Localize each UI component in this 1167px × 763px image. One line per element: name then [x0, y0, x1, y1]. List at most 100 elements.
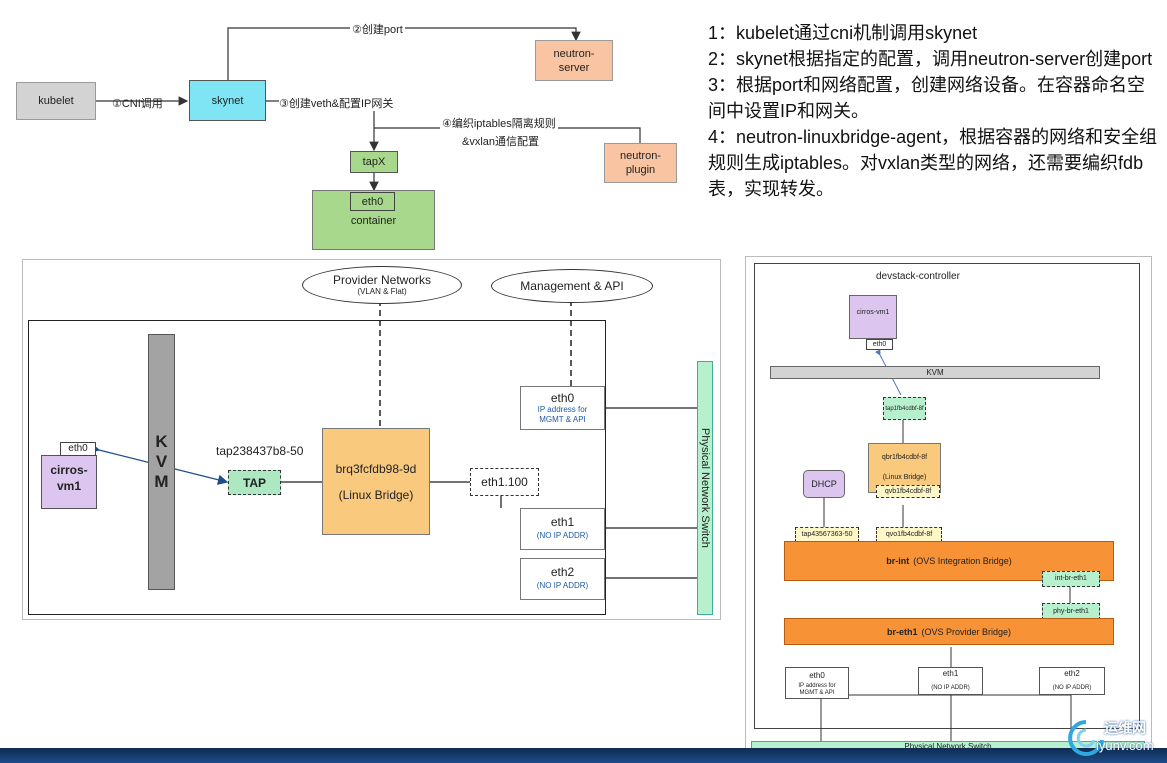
- cirros-vm1-eth0-label: eth0: [68, 443, 88, 454]
- neutron-plugin-box: neutron- plugin: [604, 143, 677, 183]
- eth1-sub-label: (NO IP ADDR): [536, 531, 589, 540]
- r-eth1-box: eth1 (NO IP ADDR): [918, 667, 983, 695]
- eth2-sub-label: (NO IP ADDR): [536, 581, 589, 590]
- tap-box: TAP: [228, 470, 281, 495]
- cirros-vm1-box: eth0 cirros- vm1: [41, 442, 97, 509]
- r-vm-eth0-label: eth0: [872, 340, 887, 348]
- r-breth1-type: (OVS Provider Bridge): [921, 626, 1012, 637]
- kvm-bar: K V M: [148, 334, 175, 590]
- step2-label: ②创建port: [350, 21, 405, 37]
- neutron-server-box: neutron- server: [535, 40, 613, 81]
- eth2-box: eth2 (NO IP ADDR): [520, 558, 605, 600]
- note-3: 3：根据port和网络配置，创建网络设备。在容器命名空间中设置IP和网关。: [708, 75, 1146, 121]
- management-api-cloud: Management & API: [491, 269, 653, 303]
- eth1-100-box: eth1.100: [470, 468, 539, 496]
- eth0-box: eth0 IP address for MGMT & API: [520, 386, 605, 430]
- linux-bridge-name: brq3fcfdb98-9d: [335, 461, 417, 476]
- r-kvm-label: KVM: [926, 367, 944, 377]
- r-brint-type: (OVS Integration Bridge): [913, 556, 1012, 566]
- provider-networks-sub: (VLAN & Flat): [357, 287, 407, 296]
- r-qvo-label: qvo1fb4cdbf-8f: [885, 530, 933, 538]
- eth1-100-label: eth1.100: [481, 475, 528, 489]
- host-frame: [28, 320, 606, 615]
- r-breth1-bar: br-eth1 (OVS Provider Bridge): [784, 618, 1114, 645]
- r-eth0-sub: IP address for MGMT & API: [798, 683, 836, 696]
- r-eth2-box: eth2 (NO IP ADDR): [1039, 667, 1105, 695]
- r-eth1-sub: (NO IP ADDR): [931, 685, 970, 691]
- tap-name-label: tap238437b8-50: [216, 444, 304, 458]
- r-qvo-box: qvo1fb4cdbf-8f: [876, 527, 942, 542]
- cirros-vm1-label: cirros- vm1: [50, 463, 88, 493]
- container-eth0: eth0: [350, 192, 395, 211]
- step3-label: ③创建veth&配置IP网关: [279, 95, 394, 111]
- r-vm-eth0: eth0: [866, 339, 893, 350]
- tap-label: TAP: [242, 475, 267, 490]
- management-api-label: Management & API: [520, 279, 624, 293]
- r-tap-label: tap1fb4cdbf-8f: [885, 405, 924, 412]
- r-eth2-sub: (NO IP ADDR): [1052, 685, 1092, 691]
- tapx-box: tapX: [350, 151, 398, 173]
- kvm-label: K V M: [154, 432, 169, 491]
- r-phy-br-label: phy-br-eth1: [1053, 607, 1089, 615]
- r-eth0-box: eth0 IP address for MGMT & API: [785, 667, 849, 699]
- physical-switch-bar: Physical Network Switch: [697, 361, 713, 615]
- container-eth0-label: eth0: [361, 195, 384, 208]
- container-label: container: [350, 215, 397, 227]
- step1-label: ①CNI调用: [112, 98, 163, 110]
- r-int-br-label: int-br-eth1: [1055, 575, 1087, 582]
- linuxbridge-diagram: Provider Networks (VLAN & Flat) Manageme…: [22, 259, 721, 620]
- r-dhcp-tap-label: tap43567363-50: [801, 530, 853, 538]
- eth1-box: eth1 (NO IP ADDR): [520, 508, 605, 550]
- physical-switch-label: Physical Network Switch: [699, 428, 711, 548]
- watermark-swirl-icon: [1068, 720, 1104, 756]
- notes-text: 1：kubelet通过cni机制调用skynet 2：skynet根据指定的配置…: [708, 20, 1160, 202]
- watermark-logo: 运维网 iyunv.com: [1066, 714, 1162, 760]
- note-2: 2：skynet根据指定的配置，调用neutron-server创建port: [708, 49, 1153, 69]
- provider-networks-cloud: Provider Networks (VLAN & Flat): [302, 266, 462, 304]
- r-cirros-vm1-box: cirros-vm1: [849, 295, 897, 339]
- kubelet-label: kubelet: [38, 95, 74, 107]
- eth0-label: eth0: [550, 391, 575, 405]
- skynet-box: skynet: [189, 80, 266, 121]
- r-qvb-label: qvb1fb4cdbf-8f: [884, 487, 932, 495]
- linux-bridge-type: (Linux Bridge): [338, 487, 414, 502]
- r-eth0-label: eth0: [809, 671, 825, 680]
- cirros-vm1-eth0: eth0: [60, 442, 96, 456]
- r-int-br-box: int-br-eth1: [1042, 571, 1100, 587]
- r-switch-label: Physical Network Switch: [904, 742, 992, 751]
- container-box: eth0 container: [312, 190, 435, 250]
- r-cirros-vm1-label: cirros-vm1: [856, 309, 890, 316]
- note-4: 4：neutron-linuxbridge-agent，根据容器的网络和安全组规…: [708, 127, 1158, 199]
- tapx-label: tapX: [362, 156, 386, 168]
- eth0-sub-label: IP address for MGMT & API: [537, 405, 588, 424]
- r-kvm-bar: KVM: [770, 366, 1100, 379]
- controller-frame: [754, 263, 1140, 729]
- r-breth1-label: br-eth1: [886, 626, 918, 637]
- r-qbr-type: (Linux Bridge): [882, 474, 927, 481]
- eth1-label: eth1: [550, 515, 575, 529]
- r-brint-label: br-int: [886, 556, 910, 566]
- neutron-server-label: neutron- server: [553, 47, 595, 74]
- footer-bar: [0, 748, 1167, 763]
- r-dhcp-box: DHCP: [803, 470, 845, 498]
- watermark-cn: 运维网: [1104, 720, 1146, 736]
- kubelet-box: kubelet: [16, 82, 96, 120]
- note-1: 1：kubelet通过cni机制调用skynet: [708, 23, 978, 43]
- provider-networks-title: Provider Networks: [332, 273, 432, 287]
- eth2-label: eth2: [550, 565, 575, 579]
- r-qvb-box: qvb1fb4cdbf-8f: [876, 485, 940, 498]
- linux-bridge-box: brq3fcfdb98-9d (Linux Bridge): [322, 428, 430, 535]
- step4a-label: ④编织iptables隔离规则: [440, 115, 558, 131]
- watermark-url: iyunv.com: [1096, 738, 1154, 753]
- r-tap-box: tap1fb4cdbf-8f: [883, 397, 926, 420]
- step4b-label: &vxlan通信配置: [460, 133, 542, 149]
- r-eth1-label: eth1: [942, 669, 959, 678]
- neutron-plugin-label: neutron- plugin: [620, 150, 661, 176]
- r-dhcp-label: DHCP: [811, 479, 837, 489]
- skynet-label: skynet: [211, 94, 244, 107]
- controller-title: devstack-controller: [876, 271, 960, 282]
- r-dhcp-tap-box: tap43567363-50: [795, 527, 859, 542]
- r-qbr-label: qbr1fb4cdbf-8f: [881, 454, 928, 461]
- ovs-diagram: devstack-controller cirros-vm1 eth0 KVM …: [745, 256, 1152, 760]
- r-eth2-label: eth2: [1064, 669, 1080, 678]
